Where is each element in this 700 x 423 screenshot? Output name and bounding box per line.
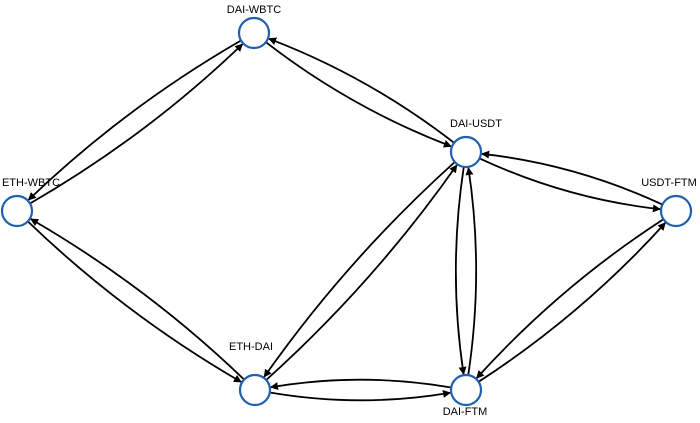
node-label: DAI-USDT — [450, 118, 502, 130]
edge-dai-ftm-to-usdt-ftm — [478, 222, 666, 383]
edge-eth-wbtc-to-eth-dai — [27, 220, 242, 383]
node-usdt-ftm: USDT-FTM — [641, 177, 697, 228]
edge-dai-wbtc-to-dai-usdt — [265, 41, 452, 148]
node-circle — [449, 135, 483, 169]
node-dai-ftm: DAI-FTM — [443, 373, 488, 418]
edge-usdt-ftm-to-dai-usdt — [481, 150, 663, 206]
edge-eth-dai-to-dai-ftm — [269, 389, 451, 402]
edge-dai-usdt-to-dai-ftm — [454, 166, 467, 375]
edges-layer — [27, 37, 666, 402]
node-label: DAI-FTM — [443, 406, 488, 418]
node-dai-usdt: DAI-USDT — [449, 118, 502, 169]
edge-eth-dai-to-dai-usdt — [265, 164, 458, 381]
edge-dai-usdt-to-eth-dai — [263, 161, 456, 378]
node-circle — [238, 373, 272, 407]
node-label: DAI-WBTC — [227, 4, 281, 16]
node-eth-dai: ETH-DAI — [229, 341, 273, 407]
node-dai-wbtc: DAI-WBTC — [227, 4, 281, 50]
node-label: ETH-WBTC — [2, 177, 60, 189]
node-circle — [237, 16, 271, 50]
edge-usdt-ftm-to-dai-ftm — [476, 218, 664, 379]
edge-dai-usdt-to-dai-wbtc — [268, 37, 455, 144]
edge-dai-ftm-to-dai-usdt — [465, 167, 478, 376]
edge-eth-wbtc-to-dai-wbtc — [29, 43, 244, 205]
node-circle — [659, 194, 693, 228]
node-eth-wbtc: ETH-WBTC — [0, 177, 60, 228]
edge-dai-usdt-to-usdt-ftm — [479, 157, 661, 213]
edge-eth-dai-to-eth-wbtc — [30, 218, 245, 381]
nodes-layer: DAI-WBTC DAI-USDT ETH-WBTC USDT-FTM ETH-DAI D… — [0, 4, 697, 418]
node-label: ETH-DAI — [229, 341, 273, 353]
edge-dai-ftm-to-eth-dai — [270, 378, 452, 391]
node-circle — [0, 194, 34, 228]
node-circle — [449, 373, 483, 407]
node-label: USDT-FTM — [641, 177, 697, 189]
edge-dai-wbtc-to-eth-wbtc — [27, 39, 242, 201]
